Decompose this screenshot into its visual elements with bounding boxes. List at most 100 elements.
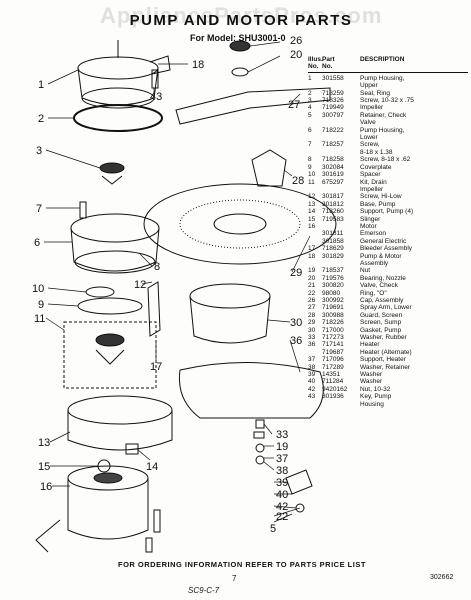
support-pump — [147, 281, 161, 337]
part-no: 718258 — [322, 156, 344, 164]
illus-no — [308, 260, 322, 267]
illus-no: 17 — [308, 245, 316, 253]
part-description: Nut — [360, 267, 371, 275]
part-description: Spacer — [360, 171, 381, 179]
part-description: Slinger — [360, 215, 381, 223]
illus-no: 5 — [308, 111, 312, 119]
part-no: 98080 — [322, 289, 341, 297]
part-no: 719583 — [322, 215, 344, 223]
watermark: AppliancePartsPros.com — [100, 3, 383, 28]
illus-no — [308, 401, 322, 408]
washer-2 — [255, 455, 265, 465]
callout: 1 — [38, 79, 44, 91]
callout: 11 — [34, 313, 45, 325]
illus-no: 16 — [308, 222, 316, 230]
callout: 26 — [290, 35, 302, 47]
part-no: 718260 — [322, 208, 344, 216]
slinger — [125, 443, 139, 455]
part-description: Washer, Rubber — [360, 334, 407, 342]
part-no: 301858 — [322, 237, 344, 245]
part-no: 301619 — [322, 171, 344, 179]
heater — [178, 362, 324, 419]
pump-housing-upper — [77, 56, 159, 80]
part-description: Washer, Retainer — [360, 363, 410, 371]
parts-list-header: Illus. No. Part No. DESCRIPTION — [308, 56, 468, 73]
callout: 9 — [38, 299, 44, 311]
part-description: Seal, Ring — [360, 89, 390, 97]
washer — [255, 443, 265, 453]
part-description: Valve — [360, 119, 376, 127]
callout: 18 — [192, 59, 204, 71]
callout: 15 — [38, 461, 50, 473]
header-illus: Illus. No. — [308, 56, 323, 71]
callout: 36 — [290, 335, 302, 347]
part-no: 719949 — [322, 104, 344, 112]
callout: 6 — [34, 237, 40, 249]
part-no — [322, 401, 360, 408]
callout: 22 — [276, 511, 288, 523]
part-description: Heater (Alternate) — [360, 348, 412, 356]
illus-no — [308, 82, 322, 89]
impeller-inset-box — [63, 321, 157, 389]
washer-retainer — [253, 431, 265, 439]
callout: 42 — [276, 501, 288, 513]
screw-motor — [153, 509, 161, 533]
illus-no: 1 — [308, 74, 312, 82]
illus-no: 22 — [308, 289, 316, 297]
gasket-pump — [77, 297, 143, 315]
part-description: Key, Pump — [360, 393, 392, 401]
part-no: 301558 — [322, 74, 344, 82]
header-description: DESCRIPTION — [360, 56, 405, 63]
part-row: Impeller — [308, 186, 468, 193]
illus-no: 21 — [308, 282, 316, 290]
illus-no — [308, 186, 322, 193]
part-description: Guard, Screen — [360, 311, 403, 319]
part-no — [322, 149, 360, 156]
part-description: Pump Housing, — [360, 74, 405, 82]
callout: 13 — [38, 437, 50, 449]
illus-no: 13 — [308, 200, 316, 208]
part-no: 711284 — [322, 378, 344, 386]
part-description: Impeller — [360, 104, 384, 112]
part-row: Housing — [308, 401, 468, 408]
part-no: 717273 — [322, 334, 344, 342]
part-no: 718537 — [322, 267, 344, 275]
part-row: Lower — [308, 134, 468, 141]
illus-no: 3 — [308, 97, 312, 105]
illus-no: 18 — [308, 252, 316, 260]
part-description: Housing — [360, 400, 384, 408]
part-no: 302084 — [322, 163, 344, 171]
part-no — [322, 260, 360, 267]
part-no: 301812 — [322, 200, 344, 208]
part-no: 718226 — [322, 319, 344, 327]
callout: 5 — [270, 523, 276, 535]
illus-no — [308, 134, 322, 141]
pump-housing-body — [77, 67, 159, 106]
callout: 29 — [290, 267, 302, 279]
part-description: Coverplate — [360, 163, 392, 171]
illus-no: 14 — [308, 208, 316, 216]
support-heater — [255, 419, 265, 429]
part-no: 9420162 — [322, 385, 348, 393]
spray-arm-lower — [175, 87, 331, 125]
illus-no: 26 — [308, 297, 316, 304]
part-no: 14351 — [322, 371, 341, 379]
screw-motor-2 — [145, 537, 153, 553]
callout: 39 — [276, 477, 288, 489]
bleeder-assembly — [285, 469, 313, 495]
callout: 40 — [276, 489, 288, 501]
part-description: Screen, Sump — [360, 319, 402, 327]
part-no: 300988 — [322, 311, 344, 319]
